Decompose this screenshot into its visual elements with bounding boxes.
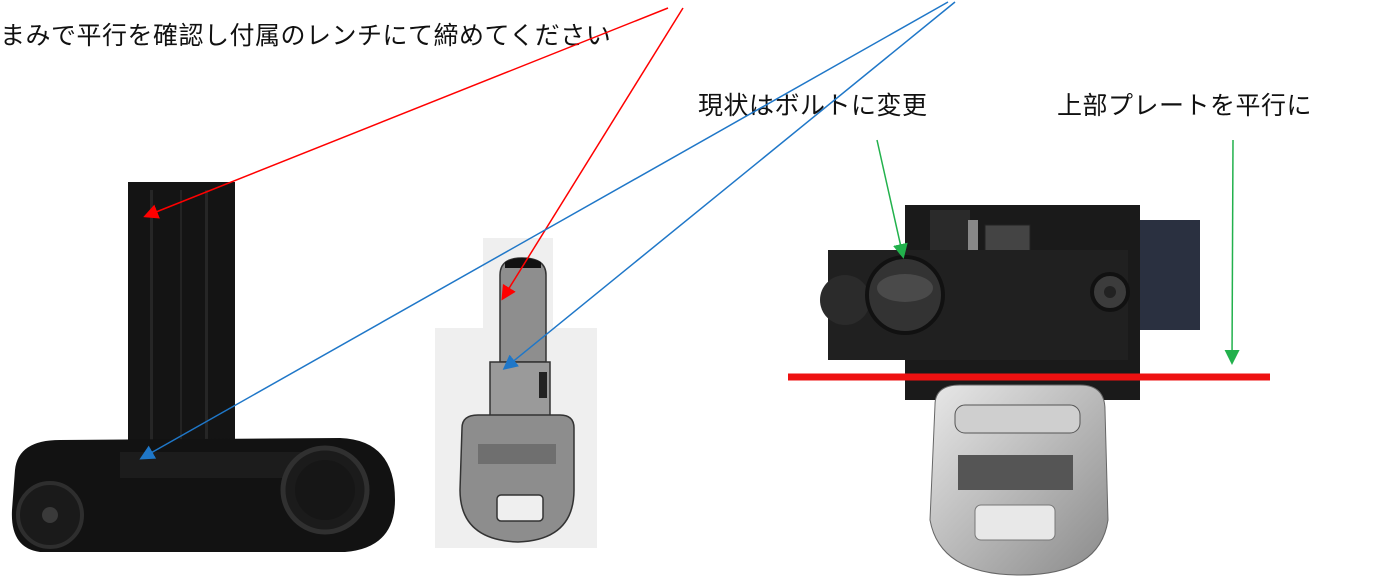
blue-arrow-to-key-shoulder — [502, 1, 956, 370]
instruction-caption: まみで平行を確認し付属のレンチにて締めてください — [0, 21, 612, 50]
green-arrow-to-plate — [1224, 139, 1240, 365]
key-illustration — [435, 238, 597, 548]
jig-photo-left — [11, 182, 395, 552]
plate-parallel-note: 上部プレートを平行に — [1057, 91, 1313, 120]
jig-photo-right — [820, 205, 1200, 576]
red-arrow-to-key-blade — [501, 7, 684, 301]
bolt-change-note: 現状はボルトに変更 — [698, 91, 928, 120]
red-arrow-to-jig-handle — [143, 7, 669, 219]
blue-arrow-to-jig-base — [139, 1, 949, 460]
green-arrow-to-bolt — [876, 139, 908, 259]
